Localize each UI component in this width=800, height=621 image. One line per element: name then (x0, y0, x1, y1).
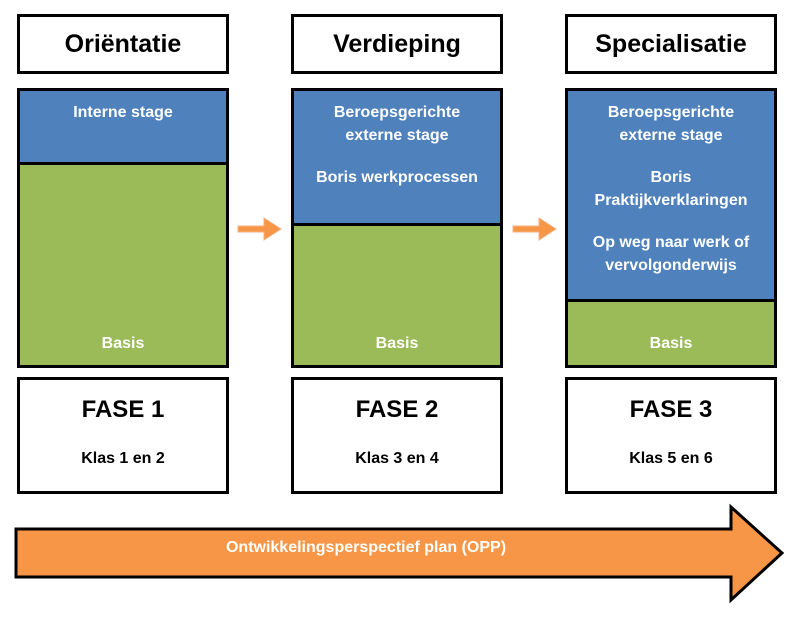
fase-box-1: FASE 1 Klas 1 en 2 (17, 377, 229, 494)
klas-label: Klas 5 en 6 (629, 450, 713, 467)
blue-item: Boris Praktijkverklaringen (594, 169, 748, 209)
blue-item: Boris werkprocessen (316, 169, 478, 186)
title-orientatie: Oriëntatie (64, 29, 182, 58)
base-label: Basis (101, 335, 145, 352)
base-label: Basis (375, 335, 419, 352)
opp-label: Ontwikkelingsperspectief plan (OPP) (225, 539, 507, 556)
blue-section-2: Beroepsgerichte externe stage Boris werk… (294, 91, 500, 226)
blue-section-1: Interne stage (20, 91, 226, 165)
blue-item: Op weg naar werk of vervolgonderwijs (592, 234, 750, 274)
green-section-3: Basis (568, 302, 774, 365)
green-section-2: Basis (294, 226, 500, 365)
fase-box-2: FASE 2 Klas 3 en 4 (291, 377, 503, 494)
phase-column-3: Beroepsgerichte externe stage Boris Prak… (565, 88, 777, 368)
title-box-specialisatie: Specialisatie (565, 14, 777, 74)
phase-column-2: Beroepsgerichte externe stage Boris werk… (291, 88, 503, 368)
green-section-1: Basis (20, 165, 226, 365)
blue-item: Beroepsgerichte externe stage (333, 104, 461, 144)
arrow-right-icon (512, 217, 557, 241)
arrow-right-icon (237, 217, 282, 241)
blue-section-3: Beroepsgerichte externe stage Boris Prak… (568, 91, 774, 302)
klas-label: Klas 1 en 2 (81, 450, 165, 467)
blue-item: Beroepsgerichte externe stage (607, 104, 735, 144)
blue-item: Interne stage (73, 104, 173, 121)
fase-title: FASE 2 (355, 396, 439, 423)
fase-title: FASE 1 (81, 396, 165, 423)
title-box-verdieping: Verdieping (291, 14, 503, 74)
klas-label: Klas 3 en 4 (355, 450, 439, 467)
fase-title: FASE 3 (629, 396, 713, 423)
title-verdieping: Verdieping (333, 29, 461, 58)
fase-box-3: FASE 3 Klas 5 en 6 (565, 377, 777, 494)
phase-column-1: Interne stage Basis (17, 88, 229, 368)
base-label: Basis (649, 335, 693, 352)
title-specialisatie: Specialisatie (595, 29, 747, 58)
title-box-orientatie: Oriëntatie (17, 14, 229, 74)
